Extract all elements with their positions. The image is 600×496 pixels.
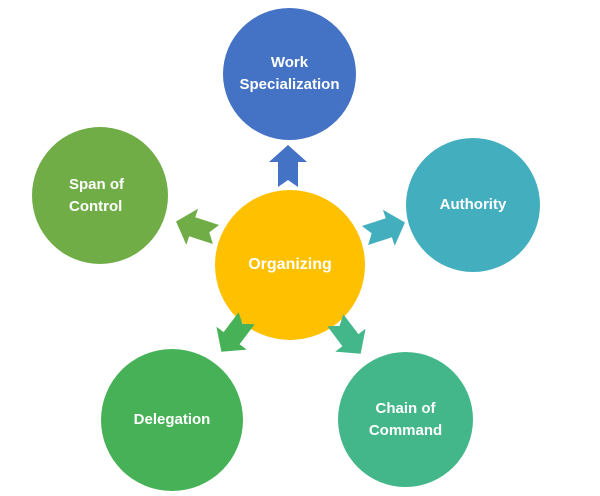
block-arrow-left-icon	[176, 208, 220, 245]
block-arrow-down-right-icon	[327, 314, 366, 354]
block-arrow-down-left-icon	[216, 312, 255, 352]
node-chain-of-command-label: Chain of Command	[368, 399, 443, 439]
node-span-of-control: Span of Control	[32, 127, 168, 264]
node-authority-label: Authority	[439, 196, 507, 214]
node-authority: Authority	[406, 138, 540, 272]
node-delegation: Delegation	[101, 349, 243, 491]
node-delegation-label: Delegation	[133, 411, 211, 429]
node-work-specialization: Work Specialization	[223, 8, 356, 140]
node-work-specialization-label: Work Specialization	[239, 54, 340, 93]
node-span-of-control-label: Span of Control	[69, 175, 124, 215]
node-chain-of-command: Chain of Command	[338, 352, 473, 487]
block-arrow-right-icon	[361, 209, 405, 246]
block-arrow-up-icon	[269, 145, 307, 187]
node-organizing-center: Organizing	[215, 190, 365, 340]
node-organizing-label: Organizing	[248, 256, 332, 274]
